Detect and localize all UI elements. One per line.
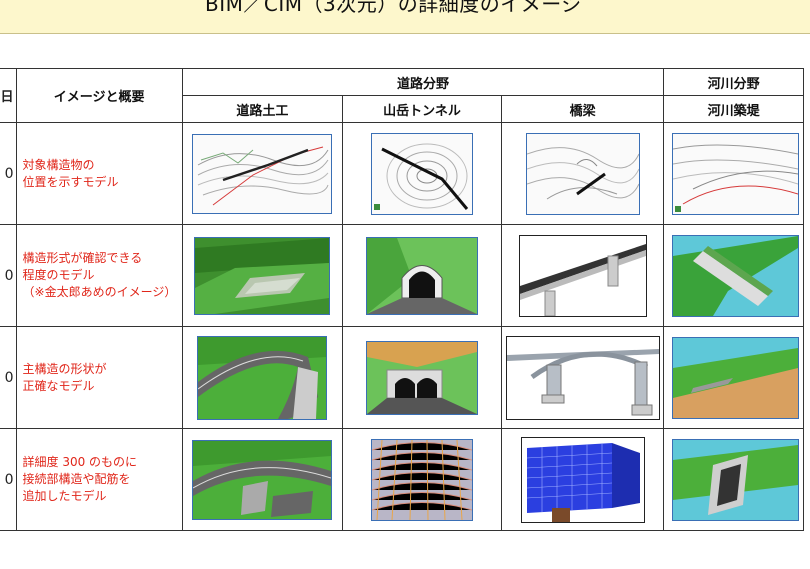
row-description: 主構造の形状が 正確なモデル: [15, 326, 183, 429]
tunnel-rebar-image: [370, 438, 473, 521]
tunnel-portal-image: [365, 340, 478, 415]
header-bridge: 橋梁: [500, 95, 665, 123]
bridge-lod200-image: [500, 224, 665, 327]
terrain-map-image: [370, 132, 473, 215]
table-row: 0 詳細度 300 のものに 接続部構造や配筋を 追加したモデル: [0, 428, 804, 531]
levee-lod200-image: [663, 224, 804, 327]
terrain-map-image: [672, 132, 800, 215]
bridge-rebar-image: [520, 436, 645, 523]
row-description: 対象構造物の 位置を示すモデル: [15, 122, 183, 225]
levee-model-image: [672, 438, 800, 521]
lod-table: 日 イメージと概要 道路分野 河川分野 道路土工 山岳トンネル 橋梁 河川築堤 …: [0, 68, 804, 531]
lod-level: 0: [0, 428, 17, 531]
header-road-group: 道路分野: [181, 68, 665, 96]
description-line: 正確なモデル: [22, 378, 95, 393]
table-row: 0 対象構造物の 位置を示すモデル: [0, 122, 804, 225]
description-line: （※金太郎あめのイメージ）: [22, 285, 177, 299]
header-river-group: 河川分野: [663, 68, 804, 96]
header-image-overview: イメージと概要: [15, 68, 183, 123]
lod-level: 0: [0, 122, 17, 225]
road-model-image: [197, 335, 328, 420]
road-earthwork-lod300-image: [181, 326, 343, 429]
table-row: 0 構造形式が確認できる 程度のモデル （※金太郎あめのイメージ）: [0, 224, 804, 327]
description-line: 対象構造物の: [22, 157, 95, 172]
page-title: BIM／CIM（3次元）の詳細度のイメージ: [205, 0, 582, 16]
arch-bridge-model-image: [505, 335, 660, 420]
description-line: 接続部構造や配筋を: [22, 472, 131, 486]
row-description: 構造形式が確認できる 程度のモデル （※金太郎あめのイメージ）: [15, 224, 183, 327]
description-line: 程度のモデル: [22, 268, 95, 282]
header-road-earthwork: 道路土工: [181, 95, 343, 123]
levee-lod300-image: [663, 326, 804, 429]
header-river-levee: 河川築堤: [663, 95, 804, 123]
tunnel-portal-image: [365, 236, 478, 315]
description-line: 追加したモデル: [22, 489, 107, 503]
tunnel-lod200-image: [341, 224, 502, 327]
green-terrain-model-image: [194, 236, 331, 315]
road-earthwork-lod400-image: [181, 428, 343, 531]
description-line: 主構造の形状が: [22, 361, 107, 376]
lod-header-cell: 日: [0, 68, 17, 123]
road-earthwork-lod200-image: [181, 224, 343, 327]
road-model-image: [192, 439, 333, 520]
terrain-map-image: [525, 132, 640, 215]
bridge-lod100-image: [500, 122, 665, 225]
row-description: 詳細度 300 のものに 接続部構造や配筋を 追加したモデル: [15, 428, 183, 531]
terrain-map-image: [192, 133, 333, 214]
levee-lod400-image: [663, 428, 804, 531]
tunnel-lod300-image: [341, 326, 502, 429]
levee-model-image: [672, 336, 800, 419]
bridge-lod400-image: [500, 428, 665, 531]
bridge-model-image: [518, 234, 647, 317]
description-line: 構造形式が確認できる: [22, 251, 143, 265]
title-banner: BIM／CIM（3次元）の詳細度のイメージ: [0, 0, 810, 34]
bridge-lod300-image: [500, 326, 665, 429]
levee-lod100-image: [663, 122, 804, 225]
tunnel-lod400-image: [341, 428, 502, 531]
description-line: 位置を示すモデル: [22, 174, 119, 189]
description-line: 詳細度 300 のものに: [22, 455, 138, 469]
road-earthwork-lod100-image: [181, 122, 343, 225]
lod-level: 0: [0, 224, 17, 327]
table-row: 0 主構造の形状が 正確なモデル: [0, 326, 804, 429]
header-mountain-tunnel: 山岳トンネル: [341, 95, 502, 123]
levee-model-image: [672, 234, 800, 317]
tunnel-lod100-image: [341, 122, 502, 225]
lod-level: 0: [0, 326, 17, 429]
